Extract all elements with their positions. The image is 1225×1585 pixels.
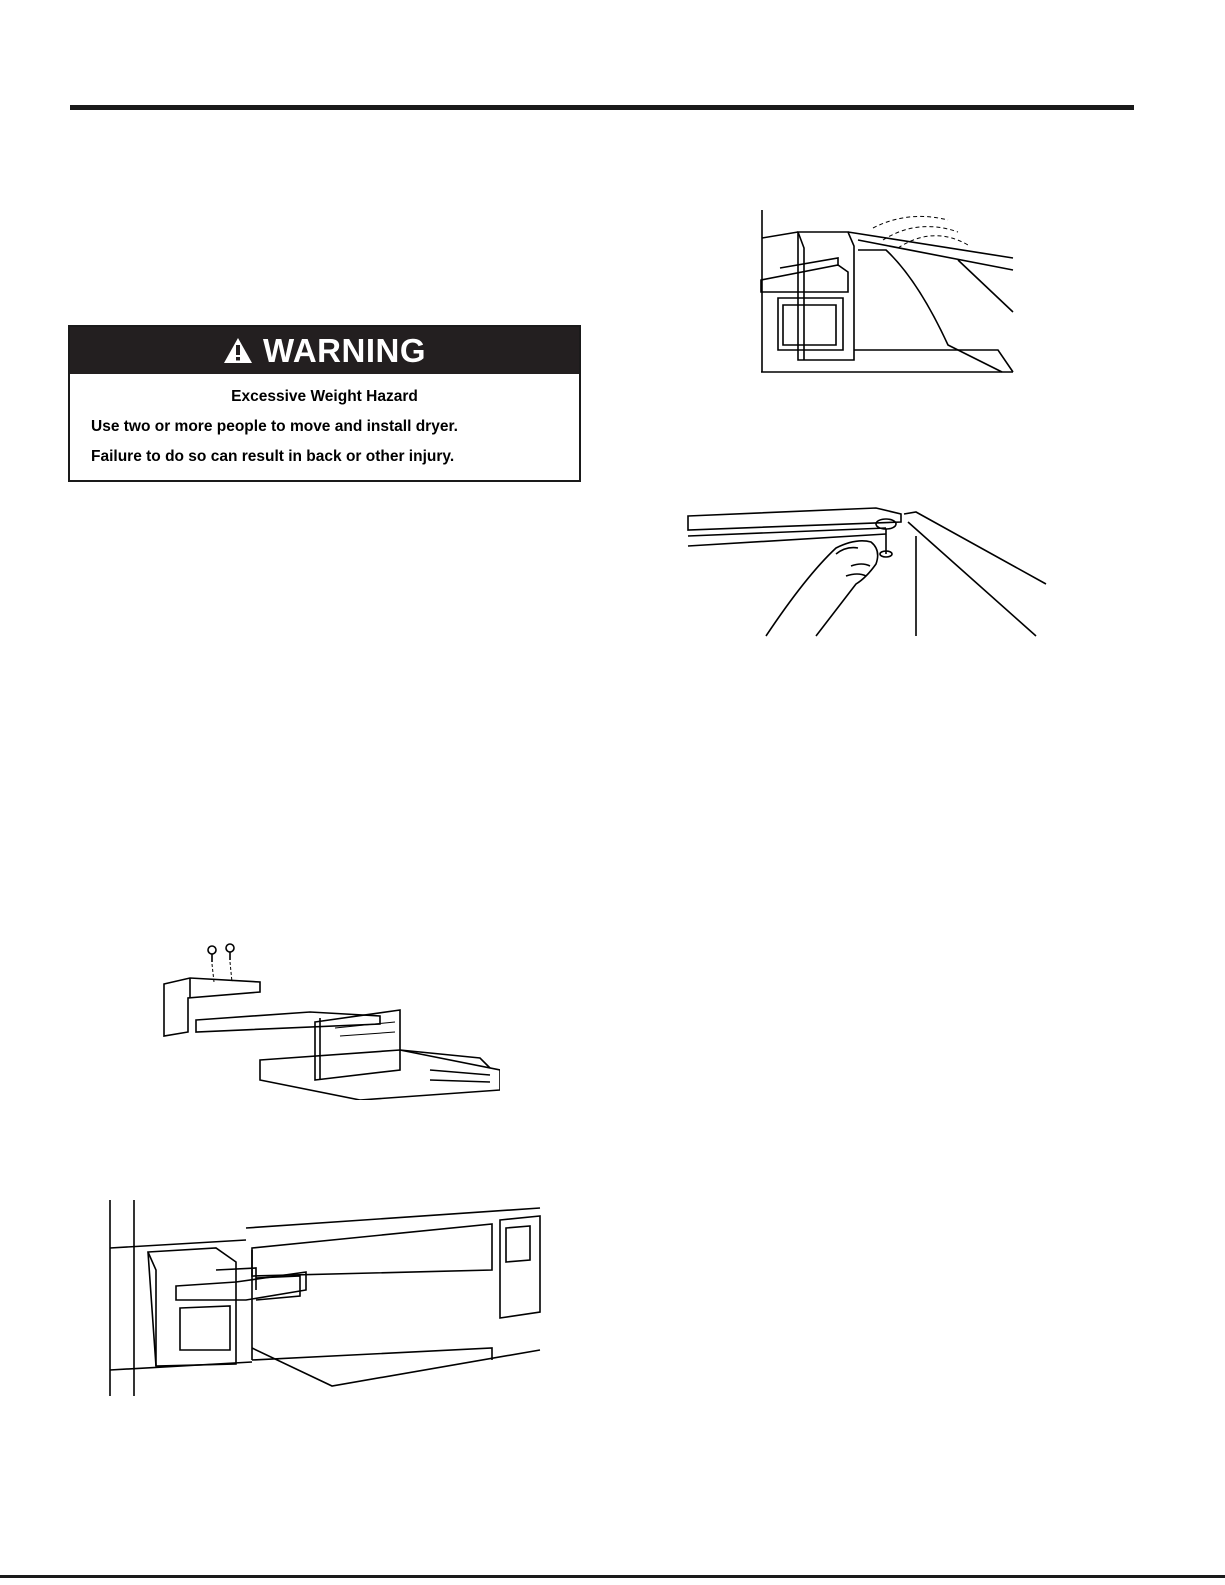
pedestal-drawer-extended-illustration [106, 1200, 542, 1396]
bracket-fastening-illustration [686, 506, 1056, 640]
hazard-title: Excessive Weight Hazard [70, 388, 579, 406]
pedestal-top-illustration [758, 210, 1018, 378]
warning-title: WARNING [263, 332, 426, 370]
bottom-rule [0, 1575, 1225, 1578]
warning-box: WARNING Excessive Weight Hazard Use two … [68, 325, 581, 482]
drawer-slide-screws-illustration [160, 940, 500, 1100]
warning-header: WARNING [70, 327, 579, 374]
top-rule [70, 105, 1134, 110]
warning-instruction: Use two or more people to move and insta… [91, 418, 579, 436]
warning-consequence: Failure to do so can result in back or o… [91, 448, 579, 466]
warning-triangle-icon [223, 337, 253, 364]
